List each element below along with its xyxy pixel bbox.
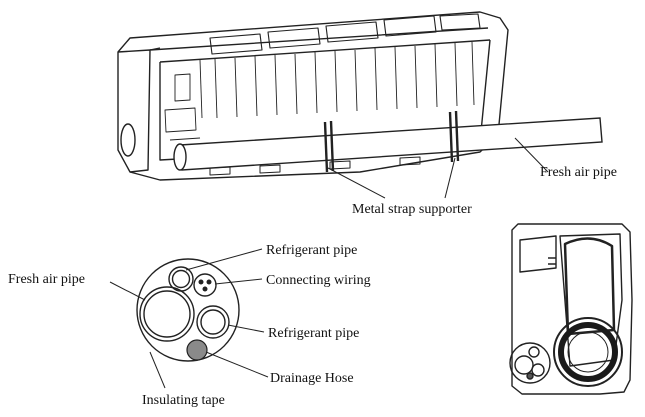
fresh-air-pipe-top [173,117,603,171]
insulating-tape-circle [136,258,240,362]
label-drainage-hose: Drainage Hose [270,371,354,386]
fresh-air-pipe-section [139,286,195,342]
label-refrigerant-pipe-2: Refrigerant pipe [268,326,359,341]
unit-top-blocks [209,13,481,55]
connecting-wiring-section [193,273,217,297]
wiring-dots [198,279,212,292]
unit-left-vent [120,123,136,157]
side-view-mini-bundle [509,342,551,384]
side-view-tube [563,237,616,336]
label-metal-strap-supporter: Metal strap supporter [352,202,472,217]
side-view-inner [519,233,623,367]
label-refrigerant-pipe-1: Refrigerant pipe [266,243,357,258]
drainage-hose-section [186,339,208,361]
label-connecting-wiring: Connecting wiring [266,273,371,288]
bundle-leader-lines [109,248,269,389]
label-insulating-tape: Insulating tape [142,393,225,408]
top-leader-lines [327,137,549,199]
unit-side-view [509,223,633,395]
metal-straps [323,110,460,173]
refrigerant-pipe-large-section [196,305,230,339]
label-fresh-air-pipe-left: Fresh air pipe [8,272,85,287]
pipe-bundle-cross-section [136,258,240,362]
side-view-outline [511,223,633,395]
refrigerant-pipe-small-section [168,266,194,292]
label-fresh-air-pipe-top: Fresh air pipe [540,165,617,180]
side-view-duct [553,317,623,387]
